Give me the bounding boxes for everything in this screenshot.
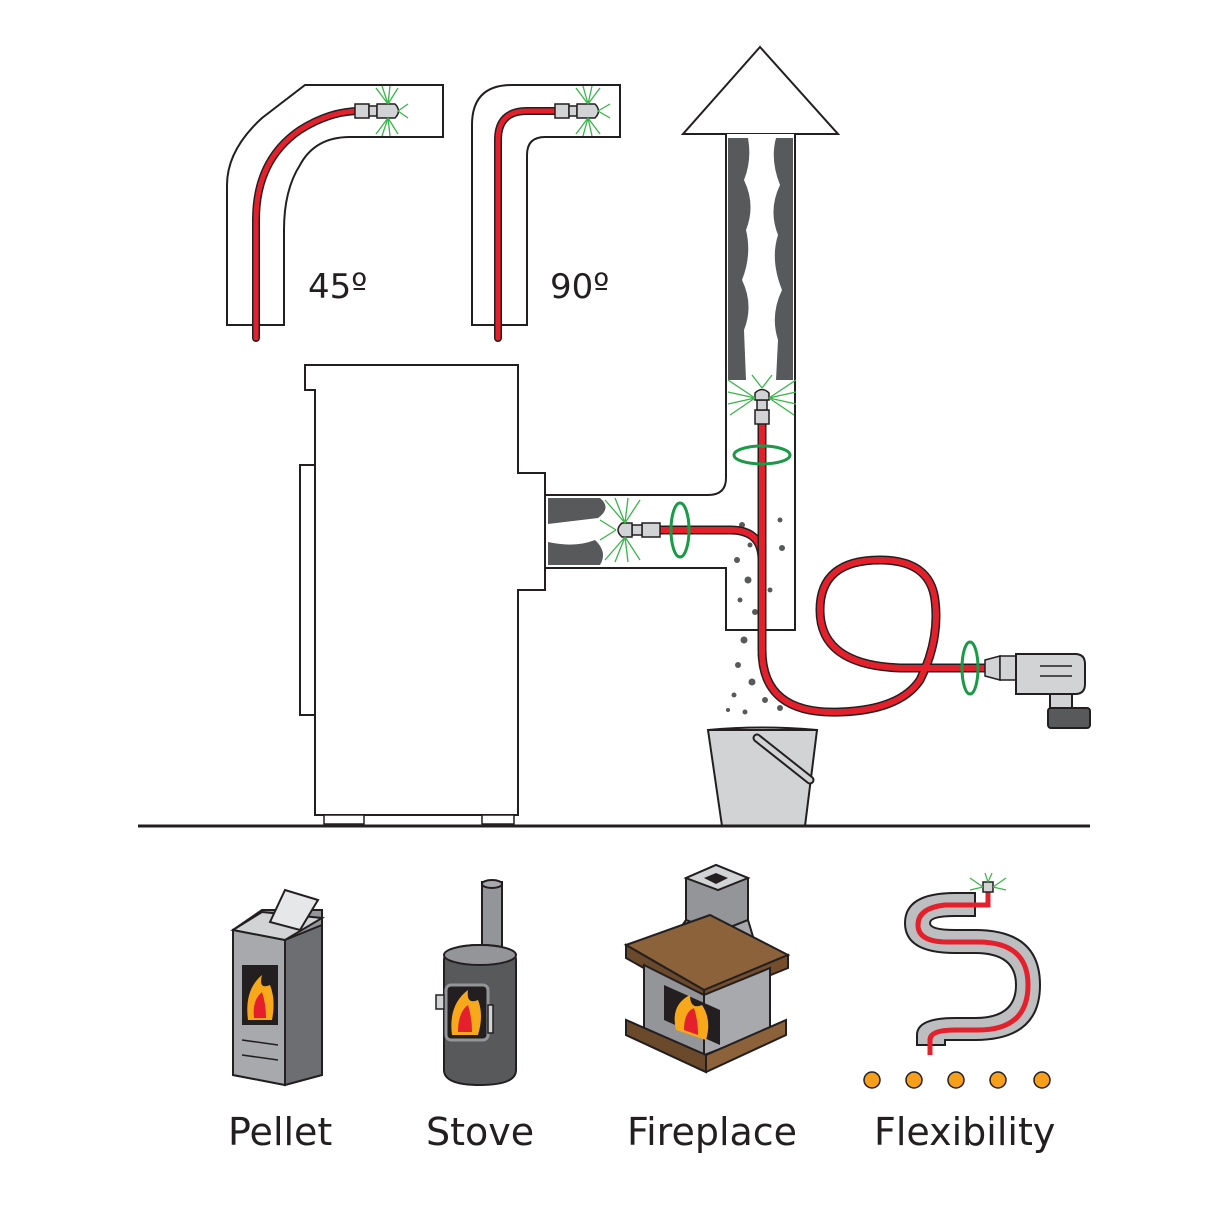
ash-bucket: [706, 726, 819, 827]
flexibility-dots: [863, 1071, 1051, 1089]
falling-soot: [726, 517, 785, 715]
stove-door-handle: [299, 464, 315, 716]
flexible-rod-icon: [863, 872, 1051, 1089]
power-drill-icon: [984, 653, 1091, 729]
chimney-pipe: [544, 45, 841, 631]
application-label-flexibility: Flexibility: [874, 1110, 1055, 1154]
bend-90-illustration: 90º: [471, 84, 621, 342]
rotation-arrow-icon: [732, 444, 792, 466]
application-label-pellet: Pellet: [228, 1110, 332, 1154]
soot-deposit-right: [773, 138, 793, 380]
wood-stove-icon: [435, 879, 517, 1087]
chimney-cap: [680, 45, 841, 135]
brush-head-icon: [554, 85, 611, 137]
cleaning-rod: [660, 410, 985, 717]
pellet-stove-outline: [299, 364, 546, 825]
application-label-fireplace: Fireplace: [627, 1110, 797, 1154]
bend-45-illustration: 45º: [226, 84, 444, 342]
soot-deposit-left: [728, 138, 751, 380]
pellet-stove-icon: [230, 888, 326, 1087]
brush-head-icon: [969, 872, 1007, 893]
brush-head-icon: [354, 85, 409, 137]
angle-45-label: 45º: [308, 267, 367, 307]
soot-deposit-connector: [548, 498, 606, 524]
rotation-arrow-icon: [960, 640, 980, 696]
fireplace-icon: [623, 863, 791, 1074]
rotation-arrow-icon: [669, 501, 691, 559]
brush-head-icon: [599, 497, 661, 563]
angle-90-label: 90º: [550, 267, 609, 307]
brush-head-icon: [727, 374, 797, 425]
application-label-stove: Stove: [426, 1110, 534, 1154]
